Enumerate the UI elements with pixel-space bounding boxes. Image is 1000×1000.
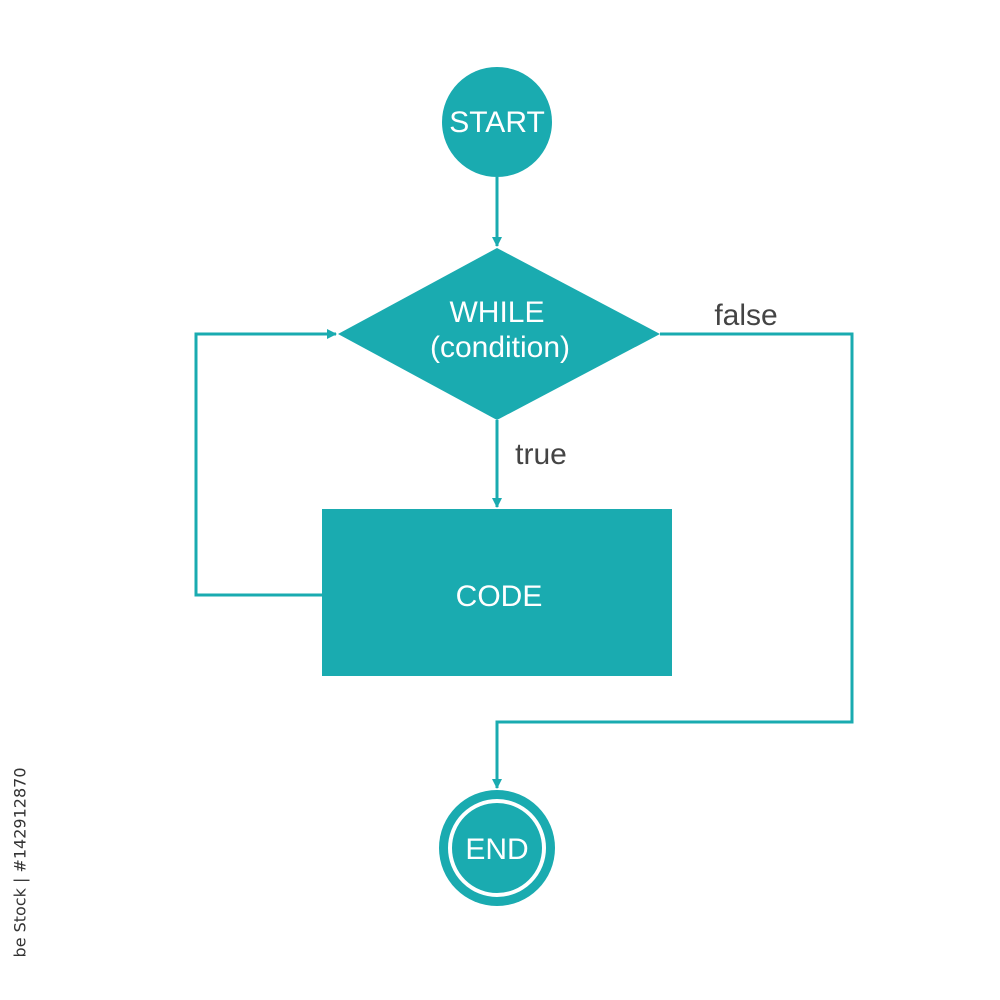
edge-loop-back	[194, 329, 337, 597]
start-node	[442, 67, 552, 177]
start-label: START	[449, 106, 545, 139]
code-label: CODE	[456, 580, 543, 613]
edge-false	[492, 332, 854, 789]
condition-label-line1: WHILE	[449, 296, 544, 329]
condition-node	[338, 248, 660, 420]
code-node	[322, 509, 672, 676]
true-label: true	[515, 438, 567, 471]
condition-label-line2: (condition)	[430, 331, 570, 364]
end-node-ring	[448, 799, 546, 897]
end-label: END	[465, 833, 528, 866]
end-node	[439, 790, 555, 906]
watermark-text: be Stock | #142912870	[10, 767, 30, 958]
false-label: false	[714, 299, 777, 332]
